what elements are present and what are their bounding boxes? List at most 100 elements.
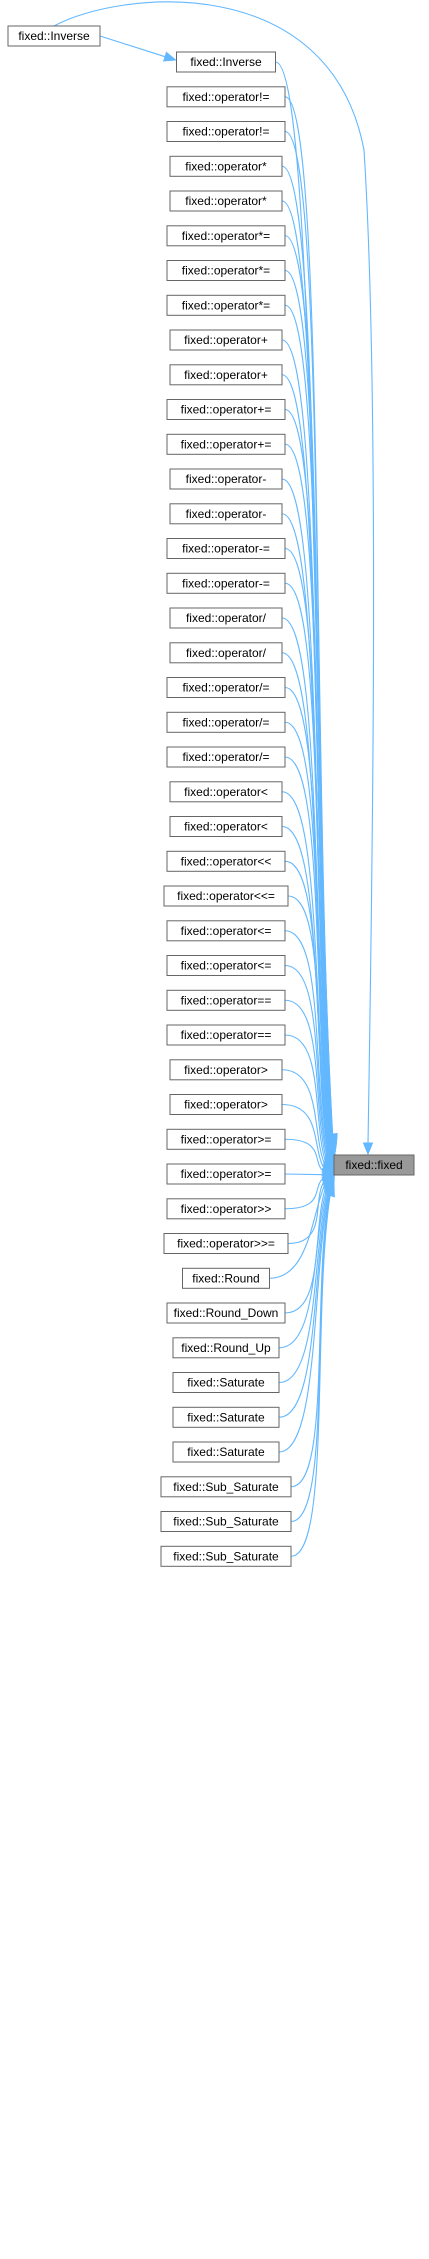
- edge-20: [284, 721, 332, 1153]
- node-31-operatorgt[interactable]: fixed::operator>: [169, 1094, 283, 1115]
- node-23-operatorlt[interactable]: fixed::operator<: [169, 816, 283, 837]
- node-12-operatoraddsubassign-label: fixed::operator+=: [181, 437, 272, 451]
- node-inverse-outer-box: [7, 25, 101, 47]
- node-32-operatorge-label: fixed::operator>=: [181, 1132, 272, 1146]
- node-01-inverse[interactable]: fixed::Inverse: [176, 51, 276, 73]
- node-10-operatoradd[interactable]: fixed::operator+: [169, 364, 283, 386]
- node-07-operatormulsubassign-box: [166, 260, 286, 281]
- arrowhead-inverse-outer-to-inverse: [162, 51, 177, 62]
- node-37-round-down[interactable]: fixed::Round_Down: [166, 1302, 286, 1324]
- node-32-operatorge[interactable]: fixed::operator>=: [166, 1128, 286, 1150]
- node-08-operatormulsubassign-label: fixed::operator*=: [182, 298, 270, 312]
- node-25-operatorshlsubassign[interactable]: fixed::operator<<=: [163, 885, 289, 907]
- node-fixed-target-label: fixed::fixed: [345, 1158, 402, 1172]
- node-33-operatorge[interactable]: fixed::operator>=: [166, 1163, 286, 1185]
- node-18-operatordiv[interactable]: fixed::operator/: [169, 642, 283, 664]
- edge-38: [278, 1187, 328, 1349]
- edge-27: [284, 964, 329, 1161]
- node-11-operatoraddsubassign-box: [166, 399, 286, 420]
- node-09-operatoradd[interactable]: fixed::operator+: [169, 329, 283, 351]
- node-36-round-box: [182, 1267, 270, 1289]
- node-29-operatoreq[interactable]: fixed::operator==: [166, 1024, 286, 1046]
- node-21-operatordivsubassign[interactable]: fixed::operator/=: [166, 746, 286, 768]
- edge-inverse-outer-to-fixed: [53, 1, 375, 1145]
- node-39-saturate[interactable]: fixed::Saturate: [172, 1372, 280, 1393]
- node-05-operatormul[interactable]: fixed::operator*: [169, 190, 283, 212]
- node-14-operatorsub-box: [169, 503, 283, 525]
- node-28-operatoreq[interactable]: fixed::operator==: [166, 989, 286, 1011]
- node-11-operatoraddsubassign-label: fixed::operator+=: [181, 403, 272, 417]
- node-27-operatorle[interactable]: fixed::operator<=: [166, 955, 286, 976]
- node-19-operatordivsubassign-label: fixed::operator/=: [182, 681, 269, 695]
- node-14-operatorsub[interactable]: fixed::operator-: [169, 503, 283, 525]
- node-03-operatorneq[interactable]: fixed::operator!=: [166, 121, 286, 142]
- node-44-sub-saturate[interactable]: fixed::Sub_Saturate: [160, 1545, 292, 1567]
- node-39-saturate-box: [172, 1372, 280, 1393]
- node-15-operatorsubsubassign[interactable]: fixed::operator-=: [166, 538, 286, 559]
- node-16-operatorsubsubassign-label: fixed::operator-=: [182, 576, 270, 590]
- node-08-operatormulsubassign-box: [166, 294, 286, 316]
- node-05-operatormul-box: [169, 190, 283, 212]
- node-21-operatordivsubassign-label: fixed::operator/=: [182, 750, 269, 764]
- node-40-saturate-box: [172, 1406, 280, 1428]
- node-12-operatoraddsubassign[interactable]: fixed::operator+=: [166, 433, 286, 455]
- edge-25: [287, 895, 330, 1158]
- node-fixed-target[interactable]: fixed::fixed: [333, 1154, 415, 1176]
- node-20-operatordivsubassign[interactable]: fixed::operator/=: [166, 711, 286, 733]
- node-34-operatorshr[interactable]: fixed::operator>>: [166, 1198, 286, 1220]
- node-26-operatorle-box: [166, 920, 286, 942]
- node-11-operatoraddsubassign[interactable]: fixed::operator+=: [166, 399, 286, 420]
- node-24-operatorshl[interactable]: fixed::operator<<: [166, 850, 286, 872]
- node-28-operatoreq-label: fixed::operator==: [181, 993, 272, 1007]
- node-02-operatorneq[interactable]: fixed::operator!=: [166, 86, 286, 108]
- node-24-operatorshl-label: fixed::operator<<: [181, 854, 272, 868]
- node-inverse-outer[interactable]: fixed::Inverse: [7, 25, 101, 47]
- node-43-sub-saturate[interactable]: fixed::Sub_Saturate: [160, 1511, 292, 1532]
- node-04-operatormul-label: fixed::operator*: [185, 159, 267, 173]
- node-07-operatormulsubassign[interactable]: fixed::operator*=: [166, 260, 286, 281]
- edge-40: [278, 1190, 329, 1418]
- node-25-operatorshlsubassign-label: fixed::operator<<=: [177, 889, 275, 903]
- node-44-sub-saturate-label: fixed::Sub_Saturate: [173, 1549, 279, 1563]
- node-01-inverse-label: fixed::Inverse: [190, 55, 262, 69]
- node-42-sub-saturate[interactable]: fixed::Sub_Saturate: [160, 1476, 292, 1498]
- node-13-operatorsub[interactable]: fixed::operator-: [169, 468, 283, 490]
- node-26-operatorle[interactable]: fixed::operator<=: [166, 920, 286, 942]
- edge-inverse-outer-to-inverse: [99, 35, 166, 58]
- node-15-operatorsubsubassign-box: [166, 538, 286, 559]
- node-10-operatoradd-label: fixed::operator+: [184, 368, 268, 382]
- node-19-operatordivsubassign[interactable]: fixed::operator/=: [166, 677, 286, 698]
- node-10-operatoradd-box: [169, 364, 283, 386]
- node-12-operatoraddsubassign-box: [166, 433, 286, 455]
- node-36-round[interactable]: fixed::Round: [182, 1267, 270, 1289]
- node-40-saturate[interactable]: fixed::Saturate: [172, 1406, 280, 1428]
- node-22-operatorlt[interactable]: fixed::operator<: [169, 781, 283, 803]
- node-25-operatorshlsubassign-box: [163, 885, 289, 907]
- node-38-round-up[interactable]: fixed::Round_Up: [172, 1337, 280, 1359]
- node-37-round-down-label: fixed::Round_Down: [174, 1306, 279, 1320]
- node-36-round-label: fixed::Round: [192, 1271, 259, 1285]
- edge-26: [284, 930, 329, 1159]
- node-41-saturate[interactable]: fixed::Saturate: [172, 1441, 280, 1463]
- node-04-operatormul-box: [169, 155, 283, 177]
- edge-41: [278, 1191, 330, 1453]
- graph-nodes: fixed::Inversefixed::Inversefixed::opera…: [7, 25, 415, 1567]
- node-16-operatorsubsubassign[interactable]: fixed::operator-=: [166, 572, 286, 594]
- node-04-operatormul[interactable]: fixed::operator*: [169, 155, 283, 177]
- node-30-operatorgt[interactable]: fixed::operator>: [169, 1059, 283, 1081]
- node-08-operatormulsubassign[interactable]: fixed::operator*=: [166, 294, 286, 316]
- node-35-operatorshrsubassign[interactable]: fixed::operator>>=: [163, 1233, 289, 1254]
- node-06-operatormulsubassign[interactable]: fixed::operator*=: [166, 225, 286, 247]
- node-20-operatordivsubassign-label: fixed::operator/=: [182, 715, 269, 729]
- edge-42: [290, 1193, 330, 1488]
- node-20-operatordivsubassign-box: [166, 711, 286, 733]
- node-17-operatordiv[interactable]: fixed::operator/: [169, 607, 283, 629]
- edge-16: [284, 582, 332, 1149]
- node-18-operatordiv-label: fixed::operator/: [186, 646, 267, 660]
- node-13-operatorsub-box: [169, 468, 283, 490]
- node-44-sub-saturate-box: [160, 1545, 292, 1567]
- node-38-round-up-label: fixed::Round_Up: [181, 1341, 271, 1355]
- node-23-operatorlt-label: fixed::operator<: [184, 820, 268, 834]
- edge-43: [290, 1194, 331, 1523]
